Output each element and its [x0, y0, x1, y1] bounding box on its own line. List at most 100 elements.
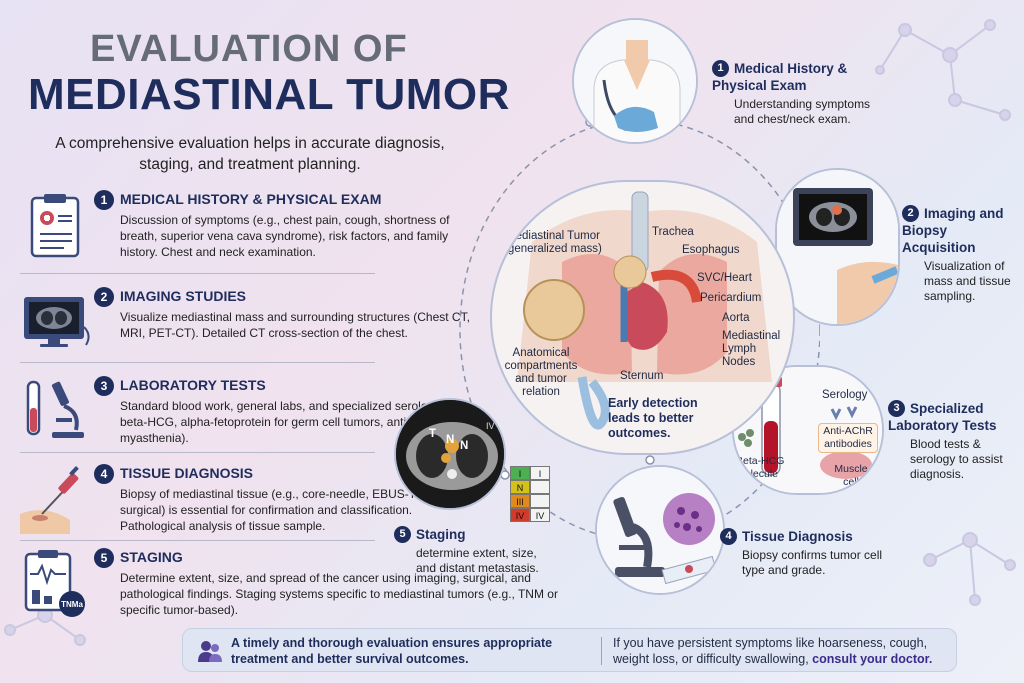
- stage-cell-left: I: [510, 466, 530, 480]
- stage-cell-right: [530, 480, 550, 494]
- step-number: 3: [94, 376, 114, 396]
- step-number: 1: [712, 60, 729, 77]
- microscope-illustration: [597, 467, 723, 593]
- right-step-heading: Medical History & Physical Exam: [712, 61, 848, 93]
- step-heading: MEDICAL HISTORY & PHYSICAL EXAM: [120, 191, 382, 207]
- stage-cell-left: IV: [510, 508, 530, 522]
- divider: [20, 362, 375, 363]
- step-number: 4: [94, 464, 114, 484]
- step-body: Standard blood work, general labs, and s…: [120, 399, 471, 445]
- stage-row: N: [510, 480, 552, 494]
- ct-n-label: N: [446, 434, 455, 446]
- stage-cell-right: I: [530, 466, 550, 480]
- doctor-illustration: [574, 20, 696, 142]
- serology-label: Serology: [822, 389, 868, 401]
- biopsy-needle-icon: [20, 465, 79, 534]
- right-step-5: 5 Staging determine extent, size, and dis…: [394, 526, 554, 576]
- right-step-4: 4 Tissue Diagnosis Biopsy confirms tumor …: [720, 528, 890, 578]
- anatomy-circle: Mediastinal Tumor (generalized mass) Tra…: [490, 180, 795, 455]
- ct-scan-circle: T N N IV: [394, 398, 506, 510]
- microscope-test-tube-icon: [26, 380, 84, 438]
- step-body: Determine extent, size, and spread of th…: [120, 571, 558, 617]
- step-body: Visualize mediastinal mass and surroundi…: [120, 310, 470, 340]
- consult-prefix: If you have persistent symptoms like hoa…: [613, 636, 928, 666]
- tumor-label: Mediastinal Tumor (generalized mass): [504, 230, 602, 255]
- pericardium-label: Pericardium: [700, 292, 762, 304]
- trachea-label: Trachea: [652, 226, 694, 238]
- bottom-divider: [601, 637, 602, 665]
- compartments-label: Anatomical compartments and tumor relati…: [504, 347, 578, 398]
- ct-t-label: T: [429, 428, 437, 440]
- consult-emphasis: consult your doctor.: [812, 652, 933, 666]
- step-number: 5: [94, 548, 114, 568]
- divider: [20, 273, 375, 274]
- staging-clipboard-icon: TNMa: [24, 550, 85, 617]
- right-step-body: determine extent, size, and distant meta…: [416, 546, 539, 575]
- beta-hcg-label: Beta-HCG molecule: [736, 455, 785, 480]
- step-2: 2 IMAGING STUDIES Visualize mediastinal …: [20, 287, 585, 362]
- right-step-body: Understanding symptoms and chest/neck ex…: [734, 97, 871, 126]
- stage-cell-right: [530, 494, 550, 508]
- step-body: Biopsy of mediastinal tissue (e.g., core…: [120, 487, 459, 533]
- divider: [20, 540, 375, 541]
- right-step-heading: Tissue Diagnosis: [742, 529, 853, 544]
- step-heading: LABORATORY TESTS: [120, 377, 266, 393]
- anatomy-illustration: [517, 191, 772, 430]
- stage-cell-left: N: [510, 480, 530, 494]
- step-number: 2: [94, 287, 114, 307]
- subtitle: A comprehensive evaluation helps in accu…: [55, 135, 445, 173]
- divider: [20, 452, 375, 453]
- ct-n-label: N: [460, 440, 469, 452]
- step-heading: TISSUE DIAGNOSIS: [120, 465, 254, 481]
- tissue-diagnosis-circle: [595, 465, 725, 595]
- bottom-message: A timely and thorough evaluation ensures…: [231, 636, 553, 666]
- bottom-banner: A timely and thorough evaluation ensures…: [182, 628, 957, 672]
- imaging-circle: [775, 168, 900, 326]
- title-line-2: MEDIASTINAL TUMOR: [28, 70, 510, 119]
- step-number: 4: [720, 528, 737, 545]
- people-icon: [198, 641, 222, 662]
- stage-cell-right: IV: [530, 508, 550, 522]
- step-body: Discussion of symptoms (e.g., chest pain…: [120, 213, 450, 259]
- right-step-body: Biopsy confirms tumor cell type and grad…: [742, 548, 883, 577]
- right-step-heading: Specialized Laboratory Tests: [888, 401, 997, 433]
- doctor-exam-circle: [572, 18, 698, 144]
- clipboard-icon: [30, 194, 80, 258]
- step-number: 1: [94, 190, 114, 210]
- early-detection-label: Early detection leads to better outcomes…: [608, 396, 698, 440]
- ct-monitor-icon: [24, 297, 90, 347]
- right-step-heading: Staging: [416, 527, 466, 542]
- lymph-nodes-label: Mediastinal Lymph Nodes: [722, 330, 781, 368]
- aorta-label: Aorta: [722, 312, 750, 324]
- imaging-illustration: [777, 170, 898, 324]
- step-3: 3 LABORATORY TESTS Standard blood work, …: [20, 376, 585, 451]
- ct-scan-illustration: [396, 400, 504, 508]
- step-number: 2: [902, 205, 919, 222]
- stage-cell-left: III: [510, 494, 530, 508]
- muscle-cell-label: Muscle cell: [834, 463, 868, 488]
- ct-iv-label: IV: [486, 421, 495, 431]
- stage-row: III: [510, 494, 552, 508]
- anti-achr-label: Anti-AChR antibodies: [818, 423, 878, 453]
- right-step-body: Visualization of mass and tissue samplin…: [924, 259, 1011, 303]
- step-4: 4 TISSUE DIAGNOSIS Biopsy of mediastinal…: [20, 464, 585, 539]
- step-1: 1 MEDICAL HISTORY & PHYSICAL EXAM Discus…: [20, 190, 585, 270]
- step-number: 3: [888, 400, 905, 417]
- svc-label: SVC/Heart: [697, 272, 752, 284]
- right-step-body: Blood tests & serology to assist diagnos…: [910, 437, 1003, 481]
- step-heading: IMAGING STUDIES: [120, 288, 247, 304]
- step-number: 5: [394, 526, 411, 543]
- consult-message: If you have persistent symptoms like hoa…: [613, 635, 953, 667]
- sternum-label: Sternum: [620, 370, 664, 382]
- staging-icon-label: TNMa: [61, 600, 83, 609]
- title-line-1: EVALUATION OF: [90, 28, 408, 70]
- esophagus-label: Esophagus: [682, 244, 740, 256]
- step-5: TNMa 5 STAGING Determine extent, size, a…: [20, 548, 585, 623]
